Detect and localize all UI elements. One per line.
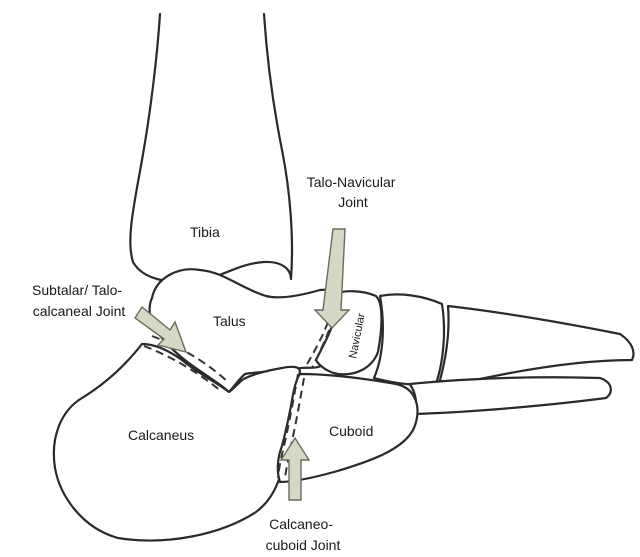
tibia-bone — [130, 14, 292, 282]
subtalar-joint-label-line-2: calcaneal Joint — [33, 303, 126, 319]
metatarsal-upper — [440, 306, 634, 383]
calcaneo-cuboid-joint-label: Calcaneo- cuboid Joint — [266, 516, 341, 553]
talo-navicular-joint-label: Talo-Navicular Joint — [307, 174, 400, 210]
talo-navicular-arrow — [315, 229, 349, 328]
talus-label: Talus — [213, 313, 246, 329]
calcaneo-cuboid-joint-label-line-2: cuboid Joint — [266, 537, 341, 553]
subtalar-joint-label: Subtalar/ Talo- calcaneal Joint — [32, 282, 126, 319]
metatarsal-lower — [410, 377, 611, 414]
talo-navicular-joint-label-line-2: Joint — [338, 194, 368, 210]
subtalar-joint-label-line-1: Subtalar/ Talo- — [32, 282, 122, 298]
talo-navicular-joint-label-line-1: Talo-Navicular — [307, 174, 396, 190]
cuneiform-bone — [374, 294, 444, 384]
cuboid-label: Cuboid — [329, 423, 373, 439]
tibia-label: Tibia — [190, 224, 220, 240]
calcaneo-cuboid-joint-label-line-1: Calcaneo- — [269, 516, 333, 532]
calcaneus-label: Calcaneus — [128, 427, 194, 443]
